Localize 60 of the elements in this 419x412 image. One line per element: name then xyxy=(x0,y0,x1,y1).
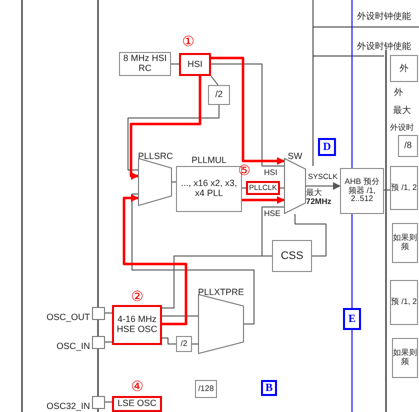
connector-line xyxy=(128,104,220,170)
pin-label: OSC_OUT xyxy=(46,312,90,322)
frequency-label: 最大 72MHz xyxy=(306,189,332,207)
arrow xyxy=(130,76,202,180)
connector-line xyxy=(162,338,176,344)
section-label: 外设时钟使能 xyxy=(357,10,411,23)
callout-number: ⑤ xyxy=(238,162,251,178)
signal-label: HSI xyxy=(264,168,278,177)
box-label: CSS xyxy=(280,250,304,262)
connector-line xyxy=(294,214,326,256)
block-heading: PLLMUL xyxy=(191,155,226,165)
note-box xyxy=(392,223,418,263)
highlight-box xyxy=(179,53,211,76)
prescaler-box xyxy=(390,166,418,210)
section-label: 外设时 xyxy=(390,122,414,133)
box-label: /2 xyxy=(215,90,223,100)
box-label: 预 /1, 2 xyxy=(391,184,417,192)
mux-label: PLLXTPRE xyxy=(198,287,244,297)
pin-label: OSC32_IN xyxy=(46,401,90,411)
arrow xyxy=(306,182,341,190)
marker-letter: B xyxy=(261,380,277,396)
peripheral-box xyxy=(390,55,418,82)
highlight-box xyxy=(246,181,280,195)
connector-line xyxy=(132,194,254,324)
marker-letter: E xyxy=(343,308,361,330)
callout-number: ① xyxy=(182,33,195,49)
box-label: /128 xyxy=(198,384,214,394)
box-label: AHB 预分频器 /1, 2..512 xyxy=(344,178,380,204)
box-label: 外 xyxy=(400,64,408,74)
box-label: HSI xyxy=(187,60,202,70)
section-label: 外设时钟使能 xyxy=(357,40,411,53)
box-label: ..., x16 x2, x3, x4 PLL xyxy=(180,179,238,199)
callout-number: ④ xyxy=(131,378,144,394)
box-label: 如果则频 xyxy=(393,349,417,367)
oscillator-box xyxy=(112,396,162,412)
signal-label: HSE xyxy=(264,209,280,218)
connector-line xyxy=(210,76,218,86)
prescaler-box xyxy=(390,280,418,325)
box-label: /8 xyxy=(404,141,412,151)
section-label: 最大 xyxy=(393,104,411,117)
box-label: 4-16 MHz HSE OSC xyxy=(116,315,158,335)
oscillator-box xyxy=(112,305,162,345)
box-label: 8 MHz HSI RC xyxy=(122,54,168,74)
pin-label: OSC_IN xyxy=(56,341,90,351)
note-box xyxy=(392,338,418,378)
arrow xyxy=(122,194,188,326)
box-label: /2 xyxy=(180,340,188,348)
prescaler-box xyxy=(340,168,384,214)
box-label: 如果则频 xyxy=(393,234,417,252)
marker-letter: D xyxy=(318,138,336,156)
connector-line xyxy=(162,206,284,308)
arrow xyxy=(242,196,285,204)
css-box xyxy=(272,240,312,272)
box-label: LSE OSC xyxy=(117,399,156,409)
section-label: 外 xyxy=(394,86,403,99)
callout-number: ② xyxy=(131,288,144,304)
mux-label: SW xyxy=(288,151,302,161)
mux-label: PLLSRC xyxy=(138,151,174,161)
box-label: 预 /1, 2 xyxy=(391,298,417,307)
connector-line xyxy=(104,312,112,314)
